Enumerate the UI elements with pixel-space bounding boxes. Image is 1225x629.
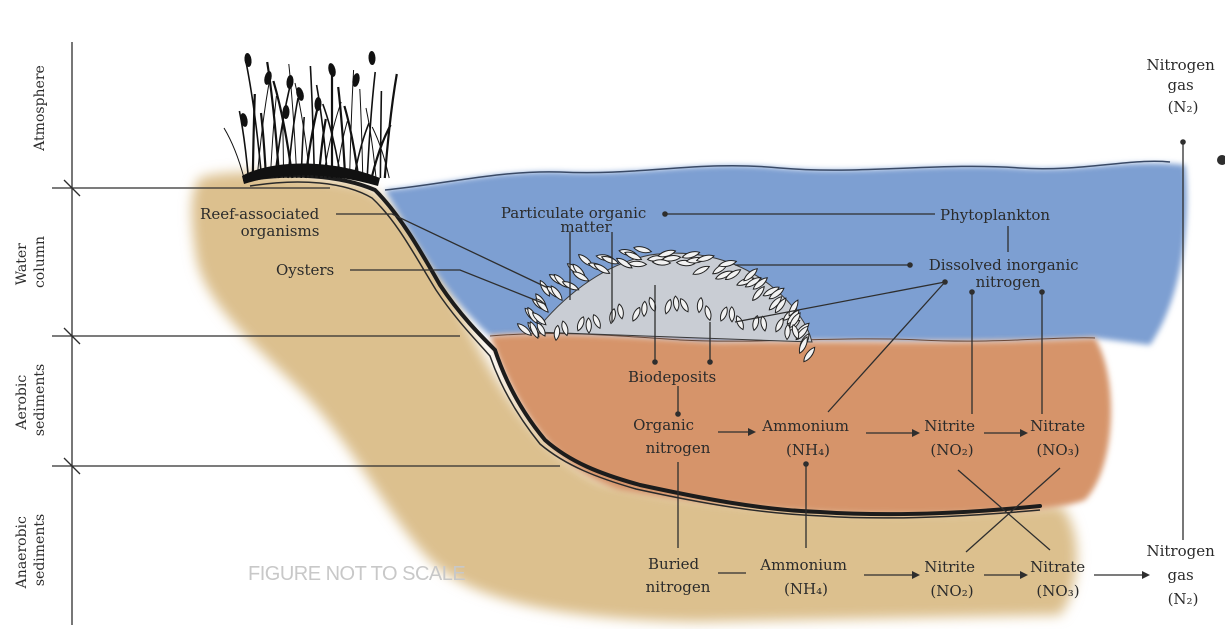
zone-label-anaerobic-sediments: Anaerobic sediments [14, 512, 48, 590]
zone-label-atmosphere: Atmosphere [32, 65, 48, 152]
not-to-scale-note: FIGURE NOT TO SCALE [248, 563, 465, 585]
label-biodeposits: Biodeposits [628, 368, 716, 386]
label-nitrogen-gas-top: Nitrogen gas (N₂) [1146, 56, 1219, 116]
label-oysters: Oysters [276, 261, 334, 279]
marsh-grass [224, 51, 397, 186]
zone-label-water-column: Water column [14, 236, 48, 288]
zone-label-aerobic-sediments: Aerobic sediments [14, 364, 48, 436]
label-nitrogen-gas-bottom: Nitrogen gas (N₂) [1146, 542, 1219, 608]
label-phytoplankton: Phytoplankton [940, 206, 1050, 224]
